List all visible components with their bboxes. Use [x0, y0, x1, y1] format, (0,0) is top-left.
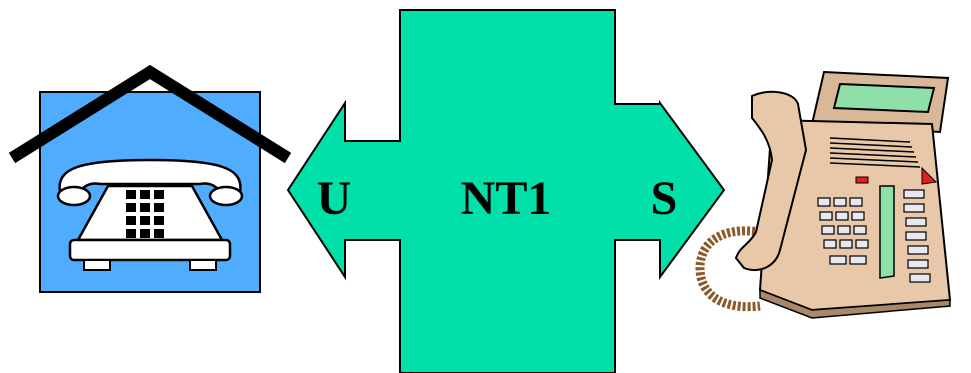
- desk-phone-icon: [700, 72, 950, 318]
- nt1-block: U NT1 S: [288, 10, 724, 373]
- s-label: S: [651, 172, 678, 225]
- u-label: U: [317, 172, 352, 225]
- nt1-label: NT1: [461, 172, 552, 225]
- house-icon: [12, 72, 288, 292]
